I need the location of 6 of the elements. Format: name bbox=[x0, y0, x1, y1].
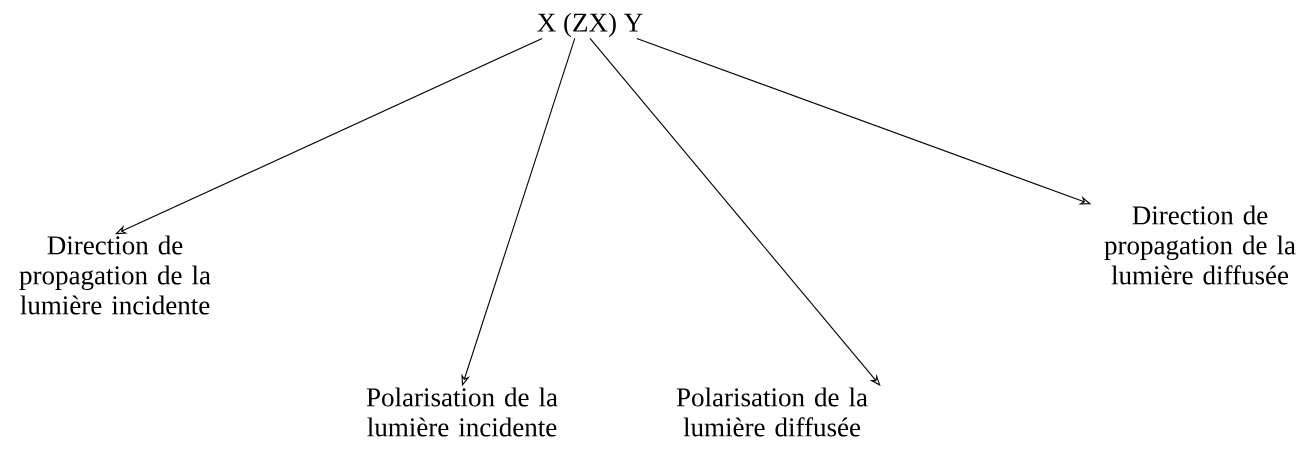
axis-notation: X (ZX) Y bbox=[537, 12, 643, 38]
caption-text: Polarisation de la lumière diffusée bbox=[676, 387, 868, 437]
caption-text: Polarisation de la lumière incidente bbox=[366, 387, 558, 437]
caption-text: Direction de propagation de la lumière diffusée bbox=[1104, 205, 1296, 285]
arrow bbox=[115, 37, 543, 235]
caption-text: Direction de propagation de la lumière incidente bbox=[19, 235, 211, 315]
